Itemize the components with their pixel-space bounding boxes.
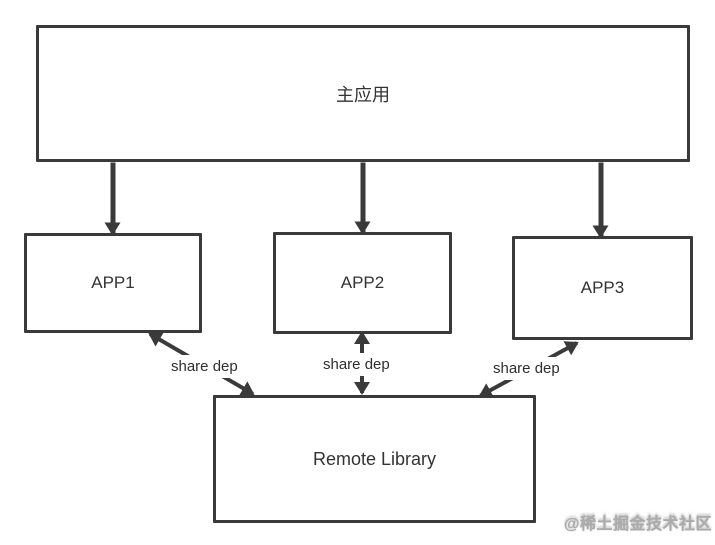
edge-label-share-dep-app1: share dep bbox=[167, 355, 242, 378]
node-main-app-label: 主应用 bbox=[336, 84, 390, 105]
edge-label-share-dep-app2: share dep bbox=[319, 353, 394, 376]
edge-main-to-app1 bbox=[105, 162, 121, 236]
node-app2: APP2 bbox=[273, 232, 452, 334]
arrowhead-icon bbox=[354, 382, 370, 395]
node-app2-label: APP2 bbox=[340, 273, 385, 292]
edge-label-share-dep-app3: share dep bbox=[489, 357, 564, 380]
node-remote-library-label: Remote Library bbox=[312, 448, 437, 469]
node-main-app: 主应用 bbox=[36, 25, 690, 162]
node-app1-label: APP1 bbox=[91, 273, 135, 292]
edge-main-to-app2 bbox=[355, 162, 371, 235]
watermark-text: @稀土掘金技术社区 bbox=[563, 516, 712, 533]
node-app3-label: APP3 bbox=[580, 278, 625, 297]
node-app3: APP3 bbox=[512, 236, 693, 340]
node-remote-library: Remote Library bbox=[213, 395, 536, 523]
edge-main-to-app3 bbox=[593, 162, 609, 239]
node-app1: APP1 bbox=[24, 233, 202, 333]
